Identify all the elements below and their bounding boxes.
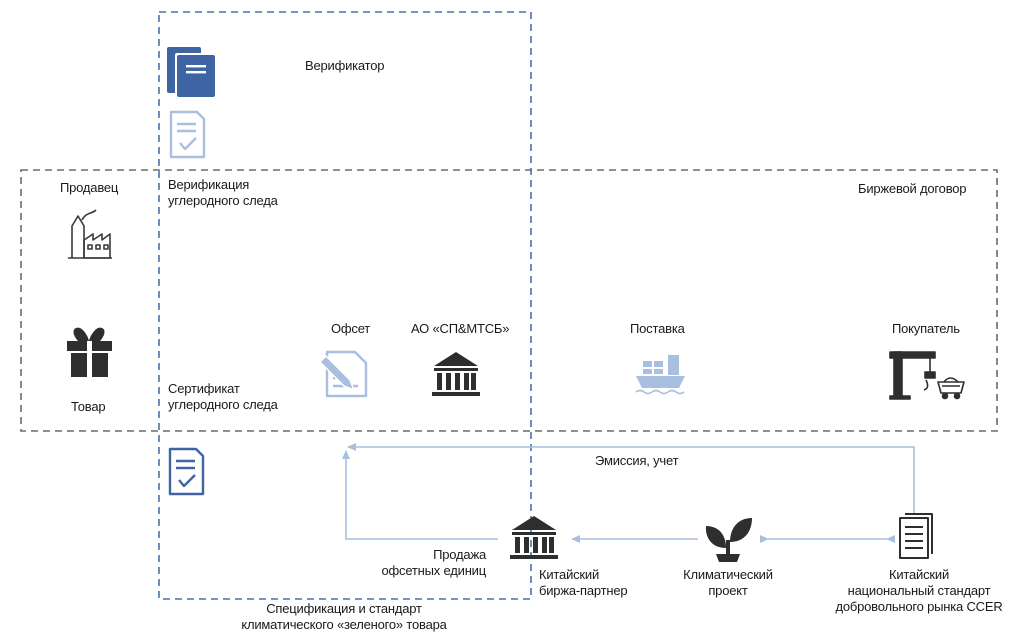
goods-label: Товар bbox=[71, 399, 106, 414]
certificate-label-line-1: Сертификат bbox=[168, 381, 240, 396]
delivery-label: Поставка bbox=[630, 321, 685, 336]
emission-label: Эмиссия, учет bbox=[595, 453, 679, 468]
certificate-label-line-2: углеродного следа bbox=[168, 397, 278, 412]
bank-building-icon bbox=[510, 516, 558, 559]
document-list-icon bbox=[899, 513, 933, 559]
chinese-standard-label-line-3: добровольного рынка CCER bbox=[835, 599, 1003, 614]
documents-stack-icon bbox=[167, 47, 215, 97]
bank-building-icon bbox=[432, 352, 480, 396]
climate-project-label-line-2: проект bbox=[708, 583, 748, 598]
emission-arrow bbox=[347, 443, 915, 515]
sale-label-line-1: Продажа bbox=[433, 547, 486, 562]
ao-label: АО «СП&МТСБ» bbox=[411, 321, 510, 336]
chinese-standard-label-line-1: Китайский bbox=[888, 567, 950, 582]
exchange-contract-zone-border bbox=[20, 169, 998, 432]
sale-label-line-2: офсетных единиц bbox=[381, 563, 487, 578]
cargo-ship-icon bbox=[635, 355, 685, 395]
chinese-exchange-label-line-2: биржа-партнер bbox=[539, 583, 628, 598]
specification-zone-border bbox=[158, 11, 532, 600]
sale-label: Продажа офсетных единиц bbox=[370, 547, 487, 579]
document-pencil-icon bbox=[319, 350, 368, 398]
offset-label: Офсет bbox=[331, 321, 371, 336]
sale-arrow bbox=[342, 450, 498, 540]
port-crane-icon bbox=[889, 351, 965, 400]
climate-project-label-line-1: Климатический bbox=[683, 567, 773, 582]
specification-label-line-1: Спецификация и стандарт bbox=[266, 601, 422, 616]
verification-label-line-1: Верификация bbox=[168, 177, 250, 192]
verification-label-line-2: углеродного следа bbox=[168, 193, 278, 208]
buyer-label: Покупатель bbox=[892, 321, 960, 336]
chinese-standard-label-line-2: национальный стандарт bbox=[847, 583, 991, 598]
verification-label: Верификация углеродного следа bbox=[168, 177, 278, 209]
chinese-standard-label: Китайский национальный стандарт добровол… bbox=[830, 567, 1008, 615]
certificate-label: Сертификат углеродного следа bbox=[168, 381, 278, 413]
chinese-exchange-label-line-1: Китайский bbox=[539, 567, 600, 582]
document-check-icon bbox=[168, 447, 205, 496]
flow-arrows bbox=[342, 443, 915, 543]
verifier-label: Верификатор bbox=[305, 58, 385, 73]
climate-project-label: Климатический проект bbox=[670, 567, 786, 599]
exchange-contract-label: Биржевой договор bbox=[858, 181, 967, 196]
seller-label: Продавец bbox=[60, 180, 119, 195]
specification-label-line-2: климатического «зеленого» товара bbox=[241, 617, 447, 632]
chinese-exchange-label: Китайский биржа-партнер bbox=[539, 567, 628, 599]
plant-sprout-icon bbox=[705, 518, 752, 562]
factory-icon bbox=[68, 209, 112, 259]
gift-icon bbox=[67, 327, 112, 377]
specification-label: Спецификация и стандарт климатического «… bbox=[228, 601, 460, 633]
document-check-icon bbox=[169, 110, 206, 159]
